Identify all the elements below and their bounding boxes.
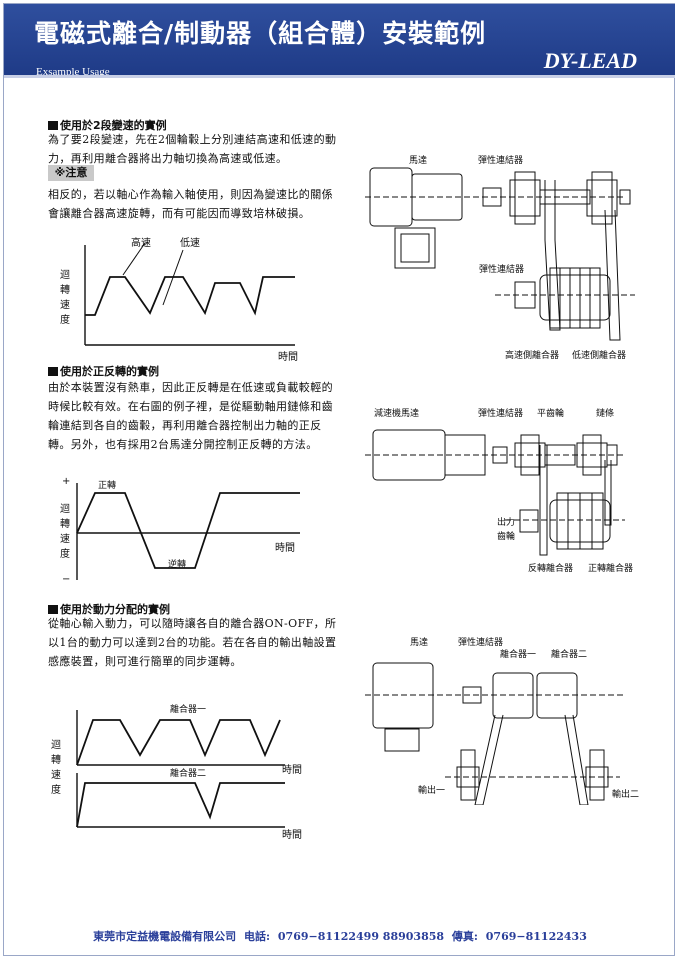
d3-output2: 輸出二 (612, 790, 640, 800)
graph3-clutch1: 離合器一 (170, 705, 207, 715)
graph2-plus: + (62, 476, 71, 487)
page-header: 電磁式離合/制動器（組合體）安裝範例 Exsample Usage DY-LEA… (4, 4, 675, 78)
bullet-square-icon (48, 605, 58, 614)
d2-rev-clutch: 反轉離合器 (528, 564, 574, 574)
d1-coupling2: 彈性連結器 (479, 265, 525, 275)
label-high-speed: 高速 (131, 238, 151, 249)
d2-spur-gear: 平齒輪 (537, 409, 565, 419)
d3-clutch2: 離合器二 (551, 650, 588, 660)
page-footer: 東莞市定益機電設備有限公司 电話: 0769−81122499 88903858… (0, 928, 680, 944)
graph2-y-label: 迴轉速度 (60, 504, 70, 560)
footer-fax-label: 傳真: (451, 930, 478, 943)
graph2-reverse: 逆轉 (168, 560, 187, 570)
label-low-speed: 低速 (180, 238, 200, 249)
graph1-x-label: 時間 (278, 352, 298, 363)
bullet-square-icon (48, 121, 58, 130)
section3-title: 使用於動力分配的實例 (48, 601, 170, 617)
section2-text: 由於本裝置沒有熱車，因此正反轉是在低速或負載較輕的時候比較有效。在右圖的例子裡，… (48, 381, 333, 451)
graph1-y-label: 迴轉速度 (60, 270, 70, 326)
speed-graph-two-step (84, 242, 295, 346)
bullet-square-icon (48, 367, 58, 376)
d2-fwd-clutch: 正轉離合器 (588, 564, 634, 574)
section1-note-text: 相反的，若以軸心作為輸入軸使用，則因為變速比的關係會讓離合器高速旋轉，而有可能因… (48, 188, 333, 220)
note-badge: ※注意 (48, 165, 94, 181)
speed-graph-forward-reverse (76, 483, 300, 580)
d1-high-clutch: 高速側離合器 (505, 351, 560, 361)
section2-title: 使用於正反轉的實例 (48, 363, 159, 379)
d2-coupling: 彈性連結器 (478, 409, 524, 419)
diagram-power-distribution (365, 662, 625, 805)
graph2-x-label: 時間 (275, 543, 295, 554)
graph3-y-label: 迴轉速度 (51, 740, 61, 796)
d2-reducer-motor: 減速機馬達 (374, 409, 420, 419)
speed-graph-power-distribution (76, 710, 285, 828)
section3-text: 從軸心輸入動力，可以隨時讓各自的離合器ON-OFF，所以1台的動力可以達到2台的… (48, 617, 337, 668)
d1-coupling: 彈性連結器 (478, 156, 524, 166)
footer-fax: 0769−81122433 (485, 930, 587, 943)
section1-title: 使用於2段變速的實例 (48, 117, 167, 133)
brand-logo: DY-LEAD (543, 48, 637, 73)
graph3-x-label2: 時間 (282, 830, 302, 841)
d1-motor: 馬達 (409, 156, 428, 166)
d2-chain: 鏈條 (596, 409, 615, 419)
diagram-two-step-speed (365, 167, 635, 341)
footer-phone-label: 电話: (244, 930, 271, 943)
footer-phone: 0769−81122499 88903858 (277, 930, 445, 943)
graph3-x-label1: 時間 (282, 765, 302, 776)
d3-output1: 輸出一 (418, 786, 446, 796)
d3-motor: 馬達 (410, 638, 429, 648)
d1-low-clutch: 低速側離合器 (572, 351, 627, 361)
page-title: 電磁式離合/制動器（組合體）安裝範例 (34, 19, 487, 48)
section1-text: 為了要2段變速，先在2個輪轂上分別連結高速和低速的動力，再利用離合器將出力軸切換… (48, 133, 337, 165)
footer-company: 東莞市定益機電設備有限公司 (93, 930, 237, 943)
page-border (3, 3, 675, 956)
graph2-minus: − (62, 574, 71, 585)
graph3-clutch2: 離合器二 (170, 769, 207, 779)
diagram-forward-reverse (365, 429, 625, 556)
d3-coupling: 彈性連結器 (458, 638, 504, 648)
d2-output-gear: 出力齒輪 (497, 518, 516, 542)
header-stripe (4, 75, 675, 78)
graph2-forward: 正轉 (98, 481, 117, 491)
d3-clutch1: 離合器一 (500, 650, 537, 660)
